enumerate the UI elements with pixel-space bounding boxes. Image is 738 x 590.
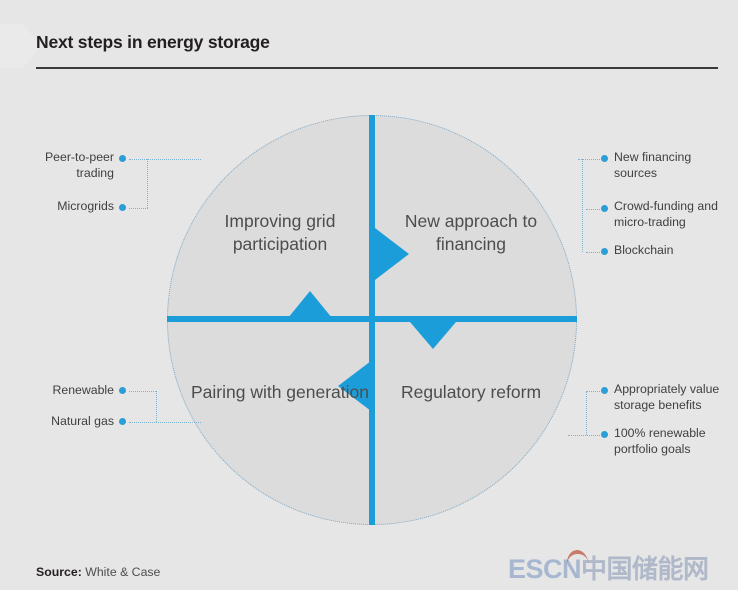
callout-dot-renewable-portfolio bbox=[601, 431, 608, 438]
callout-dot-appropriately-value bbox=[601, 387, 608, 394]
connector-bottom-right-v bbox=[586, 391, 587, 435]
connector-appropriately-value-h bbox=[586, 391, 600, 392]
callout-dot-natural-gas bbox=[119, 418, 126, 425]
horizontal-axis-line bbox=[167, 316, 577, 322]
callout-crowd-funding: Crowd-funding and micro-trading bbox=[614, 199, 718, 229]
callout-dot-peer-to-peer bbox=[119, 155, 126, 162]
callout-appropriately-value-storage: Appropriately value storage benefits bbox=[614, 382, 720, 412]
connector-top-left-v bbox=[147, 159, 148, 208]
connector-renewable-goals-h bbox=[568, 435, 600, 436]
connector-new-financing-h bbox=[578, 159, 600, 160]
callout-renewable: Renewable bbox=[52, 383, 114, 397]
connector-natural-gas-h bbox=[129, 422, 201, 423]
connector-blockchain-h bbox=[586, 252, 600, 253]
quadrant-label-top-right: New approach to financing bbox=[404, 211, 538, 255]
title-divider bbox=[36, 67, 718, 69]
callout-new-financing-sources: New financing sources bbox=[614, 150, 692, 180]
callout-dot-renewable bbox=[119, 387, 126, 394]
connector-top-right-v bbox=[582, 159, 583, 252]
arrow-left-icon bbox=[338, 361, 371, 411]
connector-microgrids-h bbox=[129, 208, 148, 209]
quadrant-label-top-left: Improving grid participation bbox=[224, 211, 336, 255]
quadrant-label-bottom-right: Regulatory reform bbox=[400, 382, 542, 402]
callout-blockchain: Blockchain bbox=[614, 243, 674, 257]
callout-dot-microgrids bbox=[119, 204, 126, 211]
callout-dot-crowd-funding bbox=[601, 205, 608, 212]
arrow-down-icon bbox=[410, 322, 456, 349]
source-line: Source: White & Case bbox=[36, 565, 160, 579]
source-label: Source: bbox=[36, 565, 82, 579]
callout-dot-new-financing bbox=[601, 155, 608, 162]
connector-renewable-h bbox=[129, 391, 156, 392]
arrow-right-icon bbox=[375, 228, 409, 280]
arrow-up-icon bbox=[288, 291, 332, 318]
quadrant-label-bottom-left: Pairing with generation bbox=[190, 382, 370, 402]
escn-watermark: ESCN中国储能网 bbox=[508, 549, 709, 586]
connector-bottom-left-v bbox=[156, 391, 157, 422]
watermark-latin-text: ESCN bbox=[508, 554, 582, 584]
watermark-cjk-text: 中国储能网 bbox=[581, 554, 709, 584]
callout-peer-to-peer-trading: Peer-to-peer trading bbox=[44, 150, 114, 180]
source-value: White & Case bbox=[85, 565, 161, 579]
callout-dot-blockchain bbox=[601, 248, 608, 255]
callout-renewable-portfolio-goals: 100% renewable portfolio goals bbox=[614, 426, 706, 456]
callout-microgrids: Microgrids bbox=[57, 199, 114, 213]
callout-natural-gas: Natural gas bbox=[51, 414, 114, 428]
connector-peer-to-peer-h bbox=[129, 159, 201, 160]
page-title: Next steps in energy storage bbox=[36, 32, 270, 52]
connector-crowd-funding-h bbox=[586, 209, 600, 210]
